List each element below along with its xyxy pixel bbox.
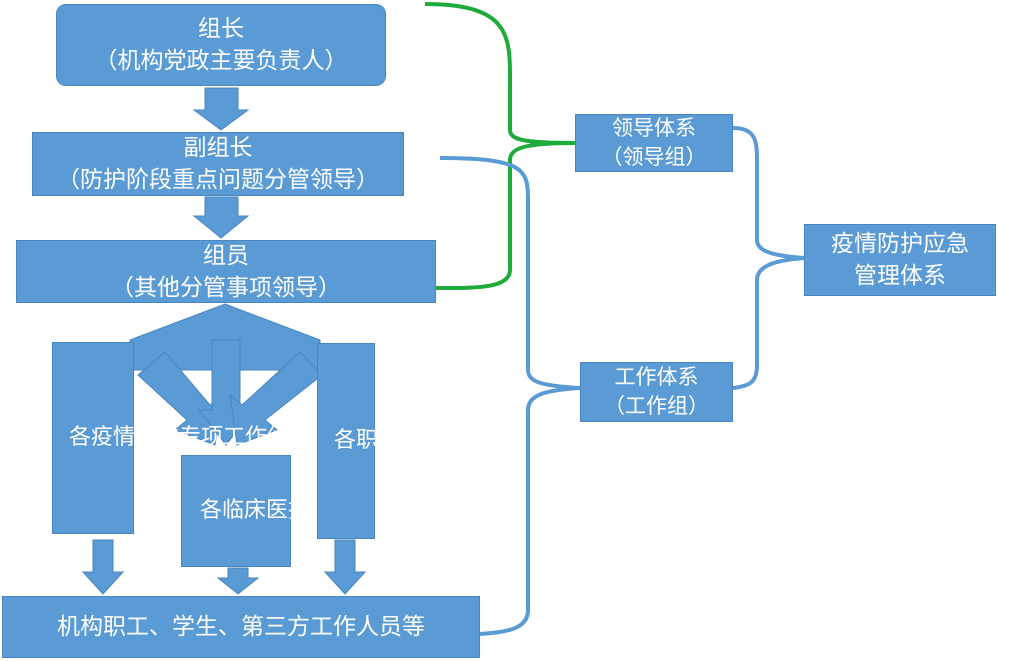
work-brace: [439, 156, 581, 636]
work-system-subtitle: （工作组）: [604, 394, 709, 418]
arrow-offices-to-staff: [323, 539, 367, 595]
leadership-system-title: 领导体系: [612, 116, 696, 140]
main-system-box: 疫情防护应急 管理体系: [804, 224, 996, 296]
clinical-box: 各临床医技科室: [181, 455, 355, 567]
leadership-brace: [424, 2, 576, 291]
staff-label: 机构职工、学生、第三方工作人员等: [57, 614, 425, 640]
clinical-label: 各临床医技科室: [200, 498, 355, 523]
deputy-title: 副组长: [183, 135, 253, 161]
main-system-line2: 管理体系: [854, 263, 946, 289]
leader-title: 组长: [198, 16, 244, 42]
leader-subtitle: （机构党政主要负责人）: [94, 48, 348, 74]
leadership-system-box: 领导体系 （领导组）: [575, 114, 733, 172]
special-groups-box: 各疫情防护专项工作组: [52, 342, 290, 534]
offices-label: 各职能处室: [334, 428, 445, 453]
main-system-line1: 疫情防护应急: [831, 231, 969, 257]
work-system-title: 工作体系: [614, 365, 699, 389]
member-box: 组员 （其他分管事项领导）: [16, 240, 436, 303]
member-subtitle: （其他分管事项领导）: [111, 274, 341, 301]
arrow-deputy-to-member: [192, 196, 250, 239]
deputy-subtitle: （防护阶段重点问题分管领导）: [57, 167, 379, 193]
leadership-system-subtitle: （领导组）: [601, 145, 707, 169]
arrow-fan-right: [229, 351, 323, 446]
staff-box: 机构职工、学生、第三方工作人员等: [2, 596, 480, 658]
special-groups-label: 各疫情防护专项工作组: [69, 425, 290, 450]
arrow-groups-to-staff: [81, 539, 125, 595]
arrow-clinical-to-staff: [216, 567, 260, 595]
system-brace: [732, 126, 806, 390]
offices-box: 各职能处室: [317, 343, 445, 539]
work-system-box: 工作体系 （工作组）: [580, 362, 733, 422]
arrow-leader-to-deputy: [192, 87, 250, 131]
deputy-box: 副组长 （防护阶段重点问题分管领导）: [32, 132, 404, 196]
leader-box: 组长 （机构党政主要负责人）: [56, 4, 386, 86]
member-title: 组员: [203, 242, 249, 269]
